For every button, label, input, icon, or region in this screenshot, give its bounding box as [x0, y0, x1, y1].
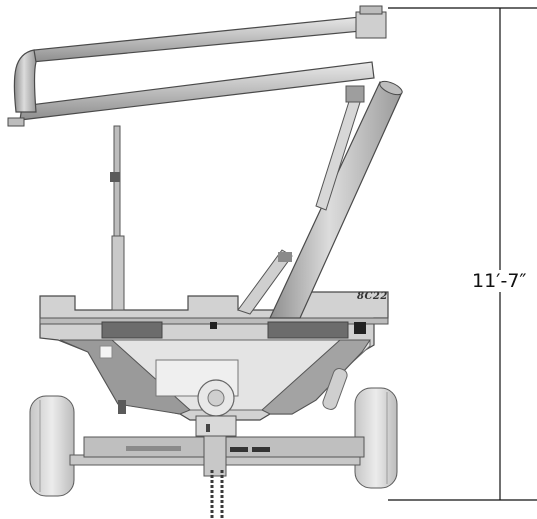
- frame-lower-label-plate: [126, 446, 181, 451]
- hopper-body: [39, 291, 389, 421]
- height-dimension-label: 11′-7″: [470, 270, 529, 292]
- height-dimension: [388, 7, 537, 501]
- model-badge: 8C22: [357, 291, 388, 302]
- discharge-tube: [7, 5, 387, 127]
- support-post: [110, 125, 126, 414]
- frame-lower-dark-slot-1: [230, 447, 248, 452]
- frame-lower-dark-slot-2: [252, 447, 270, 452]
- wheel-left: [29, 395, 75, 497]
- hitch-assembly: [195, 415, 237, 519]
- wheel-right: [354, 387, 398, 489]
- auger-tube: [237, 80, 403, 319]
